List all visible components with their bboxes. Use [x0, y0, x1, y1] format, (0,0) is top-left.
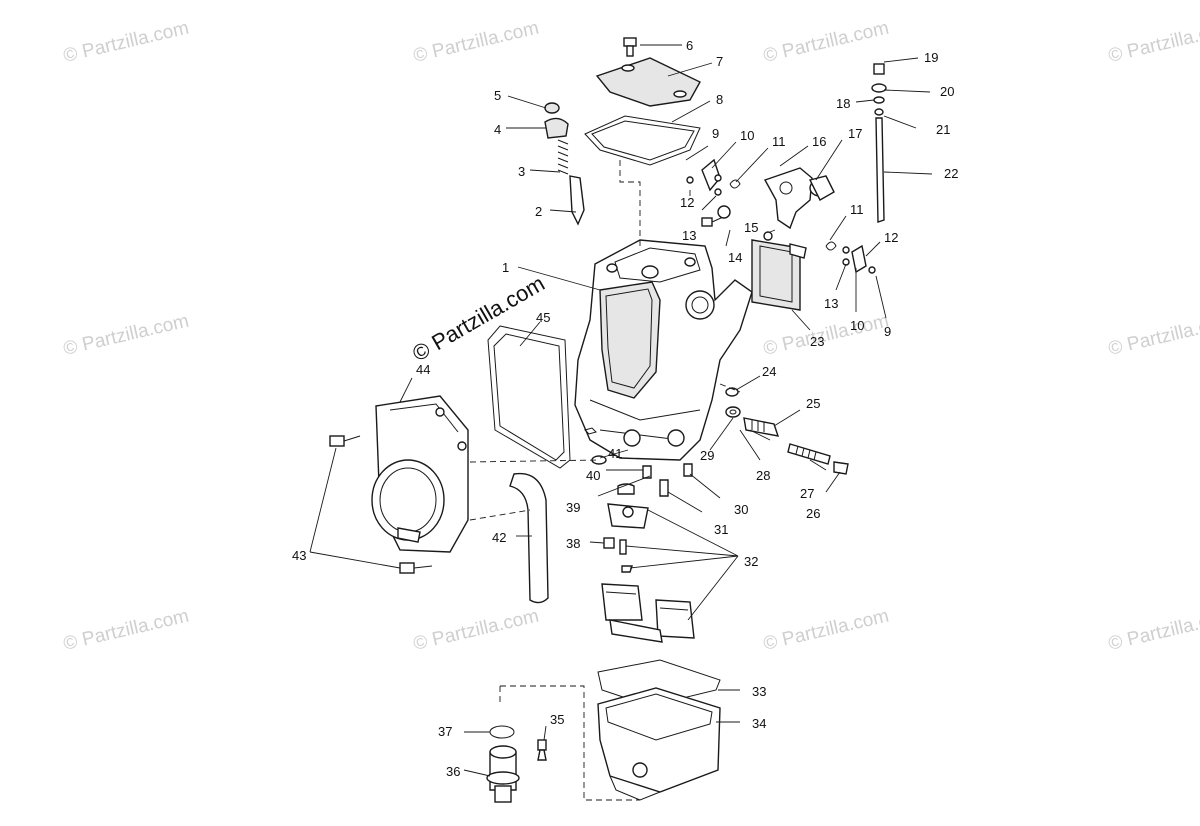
- alignment-lines: [469, 160, 741, 521]
- callout-label: 19: [924, 50, 938, 65]
- watermark-text: © Partzilla.com: [411, 18, 540, 67]
- callout-label: 40: [586, 468, 600, 483]
- callout-label: 33: [752, 684, 766, 699]
- callout-label: 6: [686, 38, 693, 53]
- throttle-lever: [763, 167, 813, 230]
- callout-label: 9: [712, 126, 719, 141]
- callout-label: 37: [438, 724, 452, 739]
- stop-screw: [871, 63, 887, 223]
- callout-label: 7: [716, 54, 723, 69]
- side-cover: [371, 395, 469, 553]
- callout-label: 35: [550, 712, 564, 727]
- callout-label: 27: [800, 486, 814, 501]
- float: [601, 583, 695, 643]
- callout-labels: 1 2 3 4 5 6 7 8 9 10 11 12 13 14 15 16 1…: [292, 38, 958, 779]
- drain-plug: [486, 725, 547, 803]
- callout-label: 10: [850, 318, 864, 333]
- callout-label: 3: [518, 164, 525, 179]
- callout-label: 36: [446, 764, 460, 779]
- watermark-text: © Partzilla.com: [761, 311, 890, 360]
- callout-label: 34: [752, 716, 766, 731]
- callout-label: 12: [680, 195, 694, 210]
- callout-label: 4: [494, 122, 501, 137]
- callout-label: 23: [810, 334, 824, 349]
- top-cover: [595, 57, 701, 107]
- watermark-text: © Partzilla.com: [411, 606, 540, 655]
- watermark-text: © Partzilla.com: [1106, 18, 1200, 67]
- callout-label: 39: [566, 500, 580, 515]
- side-gasket: [487, 325, 571, 469]
- callout-label: 42: [492, 530, 506, 545]
- callout-label: 12: [884, 230, 898, 245]
- callout-label: 11: [850, 202, 864, 217]
- callout-label: 16: [812, 134, 826, 149]
- bowl-gasket: [597, 659, 721, 707]
- callout-label: 9: [884, 324, 891, 339]
- callout-label: 43: [292, 548, 306, 563]
- callout-label: 21: [936, 122, 950, 137]
- callout-label: 2: [535, 204, 542, 219]
- watermark-main: © Partzilla.com: [408, 271, 549, 367]
- watermark-text: © Partzilla.com: [61, 18, 190, 67]
- callout-label: 5: [494, 88, 501, 103]
- throttle-sleeve: [808, 175, 835, 201]
- callout-label: 26: [806, 506, 820, 521]
- pivot-screw: [701, 205, 731, 227]
- callout-label: 45: [536, 310, 550, 325]
- carburetor-body: [574, 239, 753, 461]
- callout-label: 28: [756, 468, 770, 483]
- cover-gasket: [584, 115, 701, 166]
- needle-assembly: [544, 102, 585, 226]
- watermark-text: © Partzilla.com: [61, 606, 190, 655]
- callout-label: 22: [944, 166, 958, 181]
- callout-label: 8: [716, 92, 723, 107]
- watermark-text: © Partzilla.com: [61, 311, 190, 360]
- watermark-text: © Partzilla.com: [1106, 311, 1200, 360]
- callout-label: 31: [714, 522, 728, 537]
- callout-label: 17: [848, 126, 862, 141]
- callout-label: 20: [940, 84, 954, 99]
- link-plate: [686, 158, 741, 196]
- callout-label: 14: [728, 250, 742, 265]
- screw: [623, 37, 637, 57]
- callout-label: 41: [608, 446, 622, 461]
- leader-lines: [309, 44, 933, 777]
- callout-label: 11: [772, 134, 786, 149]
- callout-label: 13: [682, 228, 696, 243]
- callout-label: 15: [744, 220, 758, 235]
- link-plate-right: [825, 241, 876, 274]
- dashed-box: [499, 685, 640, 801]
- callout-label: 32: [744, 554, 758, 569]
- callout-label: 18: [836, 96, 850, 111]
- float-bowl: [597, 687, 721, 801]
- callout-label: 38: [566, 536, 580, 551]
- jets: [591, 455, 693, 573]
- callout-label: 44: [416, 362, 430, 377]
- watermark-text: © Partzilla.com: [1106, 606, 1200, 655]
- mixture-screw: [725, 387, 849, 475]
- throttle-valve: [751, 231, 807, 311]
- callout-label: 29: [700, 448, 714, 463]
- callout-label: 1: [502, 260, 509, 275]
- callout-label: 13: [824, 296, 838, 311]
- watermark-text: © Partzilla.com: [761, 18, 890, 67]
- callout-label: 25: [806, 396, 820, 411]
- callout-label: 24: [762, 364, 776, 379]
- hose: [509, 472, 549, 604]
- callout-label: 10: [740, 128, 754, 143]
- watermark-text: © Partzilla.com: [761, 606, 890, 655]
- callout-label: 30: [734, 502, 748, 517]
